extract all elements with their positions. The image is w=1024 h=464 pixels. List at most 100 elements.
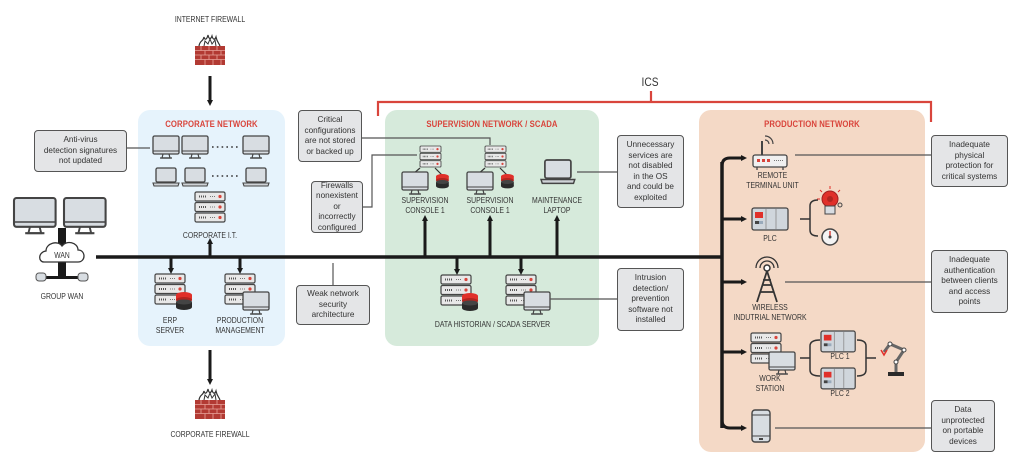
scada-server-icon [506,275,551,315]
maintenance-laptop-line1: MAINTENANCE [531,196,583,205]
gauge-icon [821,228,839,246]
callout-line: critical systems [941,171,998,181]
callout-line: architecture [311,310,355,320]
callout-line: services are [628,150,673,160]
production-management-label-line1: PRODUCTION [216,316,264,325]
callout-line: and could be [627,182,674,191]
production-network-title: PRODUCTION NETWORK [764,119,860,129]
work-station-icon [751,333,796,375]
callout-line: in the OS [633,171,668,181]
supervision-network-title: SUPERVISION NETWORK / SCADA [426,119,558,129]
corporate-it-label: CORPORATE I.T. [182,231,238,240]
callout-line: or incorrectly [318,201,356,222]
callout-line: authentication [944,265,995,275]
data-historian-label: DATA HISTORIAN / SCADA SERVER [434,320,551,329]
callout-line: software not [628,304,673,314]
maintenance-laptop-icon [540,159,576,185]
callout-line: prevention [631,294,670,304]
production-management-label: PRODUCTION MANAGEMENT [206,316,273,336]
plc-2-icon [820,367,856,390]
supervision-connections [422,215,560,275]
callout-line: are not stored [304,136,356,145]
group-wan-label: GROUP WAN [40,292,84,301]
robot-arm-icon [880,341,907,376]
plc-label: PLC [763,234,777,243]
plc-icon [751,207,789,231]
callout-line: Inadequate [949,140,990,149]
callout-line: on portable [942,426,984,435]
callout-line: security [318,299,348,309]
work-station-line2: STATION [755,384,785,393]
callout-line: exploited [634,192,667,202]
callout-line: Unnecessary [626,140,675,149]
workstation-plc-connector [800,339,876,377]
remote-terminal-unit-icon [752,135,788,170]
callout-line: nonexistent [316,191,358,201]
corporate-network-title: CORPORATE NETWORK [165,119,258,129]
callout-line: Critical [317,115,343,124]
work-station-line1: WORK [759,374,781,383]
supervision-console-b-icon [466,146,514,195]
plc-1-icon [820,330,856,353]
internet-firewall-label: INTERNET FIREWALL [174,15,246,24]
callout-line: devices [949,436,977,446]
maintenance-laptop-label: MAINTENANCE LAPTOP [528,196,587,216]
callout-line: physical [954,150,985,160]
supervision-console-a-line1: SUPERVISION [401,196,449,205]
work-station-label: WORK STATION [749,374,791,394]
supervision-console-a-line2: CONSOLE 1 [405,206,445,215]
supervision-console-a-icon [401,146,449,195]
supervision-console-b-line1: SUPERVISION [466,196,514,205]
rtu-line2: TERMINAL UNIT [746,181,799,190]
wireless-line2: INDUTRIAL NETWORK [733,313,807,322]
data-historian-icon [441,275,478,311]
callout-line: or backed up [306,146,354,156]
callout-line: not disabled [628,161,673,170]
callout-line: and access [948,286,991,296]
callout-line: protection for [945,161,994,170]
callout-line: not updated [58,156,103,166]
alarm-bell-icon [817,186,843,215]
callout-line: Data [954,405,972,414]
internet-firewall-icon [194,34,226,66]
wireless-network-label: WIRELESS INDUTRIAL NETWORK [732,303,808,323]
plc-sensors-connector [800,199,819,237]
corporate-connections [168,76,243,385]
wan-cloud-label: WAN [54,251,70,260]
wireless-line1: WIRELESS [752,303,788,312]
production-branches [720,155,747,431]
callout-leaders [126,137,931,429]
callout-line: detection/ [632,283,669,293]
remote-terminal-unit-label: REMOTE TERMINAL UNIT [741,171,804,191]
plc-1-label: PLC 1 [830,352,850,361]
corporate-firewall-label: CORPORATE FIREWALL [170,430,250,439]
production-management-label-line2: MANAGEMENT [215,326,265,335]
plc-2-label: PLC 2 [830,389,850,398]
mobile-device-icon [751,409,771,443]
supervision-console-b-label: SUPERVISION CONSOLE 1 [461,196,520,216]
production-management-icon [225,274,270,315]
erp-server-label-line1: ERP [162,316,178,325]
rtu-line1: REMOTE [757,171,788,180]
erp-server-label: ERP SERVER [145,316,195,336]
maintenance-laptop-line2: LAPTOP [543,206,571,215]
corporate-it-server-icon [195,192,225,222]
callout-line: unprotected [941,415,985,425]
ics-label: ICS [641,75,659,89]
callout-line: detection signatures [43,145,118,155]
callout-line: Anti-virus [63,135,98,145]
callout-line: Intrusion [634,273,667,283]
callout-line: Firewalls [320,180,354,190]
callout-line: between clients [941,276,998,286]
callout-line: Inadequate [949,255,990,265]
